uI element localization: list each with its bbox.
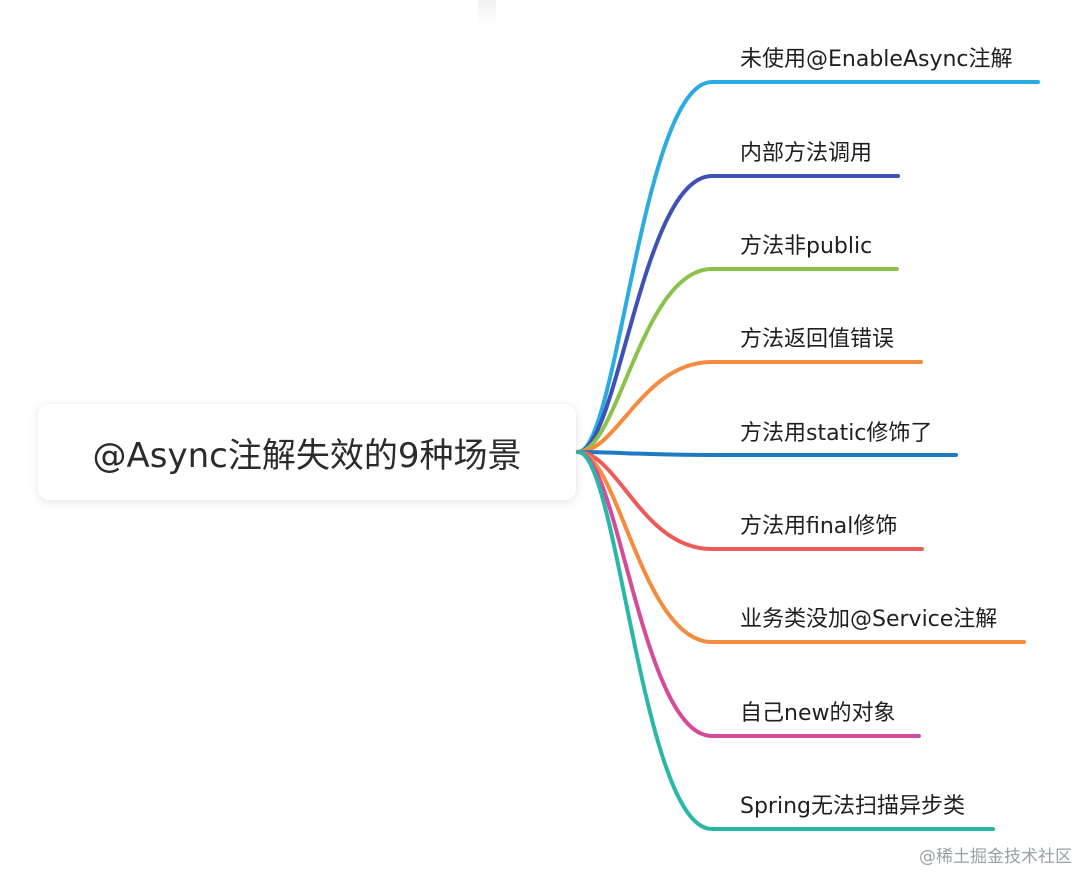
branch-connector-1 [576, 80, 1040, 454]
branch-label-8[interactable]: 自己new的对象 [740, 701, 896, 726]
branch-connector-7 [576, 450, 1026, 644]
branch-connector-6 [576, 450, 924, 551]
branch-connector-2 [576, 174, 900, 454]
branch-label-9[interactable]: Spring无法扫描异步类 [740, 794, 965, 819]
branch-label-1[interactable]: 未使用@EnableAsync注解 [740, 47, 1013, 72]
branch-label-3[interactable]: 方法非public [740, 234, 873, 259]
root-topic-label: @Async注解失效的9种场景 [92, 435, 522, 476]
top-decoration [478, 0, 496, 26]
branch-connector-9 [576, 450, 995, 831]
branch-label-7[interactable]: 业务类没加@Service注解 [740, 607, 998, 632]
root-topic[interactable]: @Async注解失效的9种场景 [38, 404, 576, 500]
branch-label-4[interactable]: 方法返回值错误 [740, 327, 895, 352]
branch-connector-3 [576, 267, 899, 454]
branch-label-2[interactable]: 内部方法调用 [740, 141, 873, 166]
branch-connector-5 [576, 450, 958, 457]
branch-label-6[interactable]: 方法用final修饰 [740, 514, 898, 539]
branch-connector-4 [576, 360, 923, 454]
branch-label-5[interactable]: 方法用static修饰了 [740, 421, 933, 446]
watermark: @稀土掘金技术社区 [919, 847, 1072, 867]
branch-connector-8 [576, 450, 921, 738]
